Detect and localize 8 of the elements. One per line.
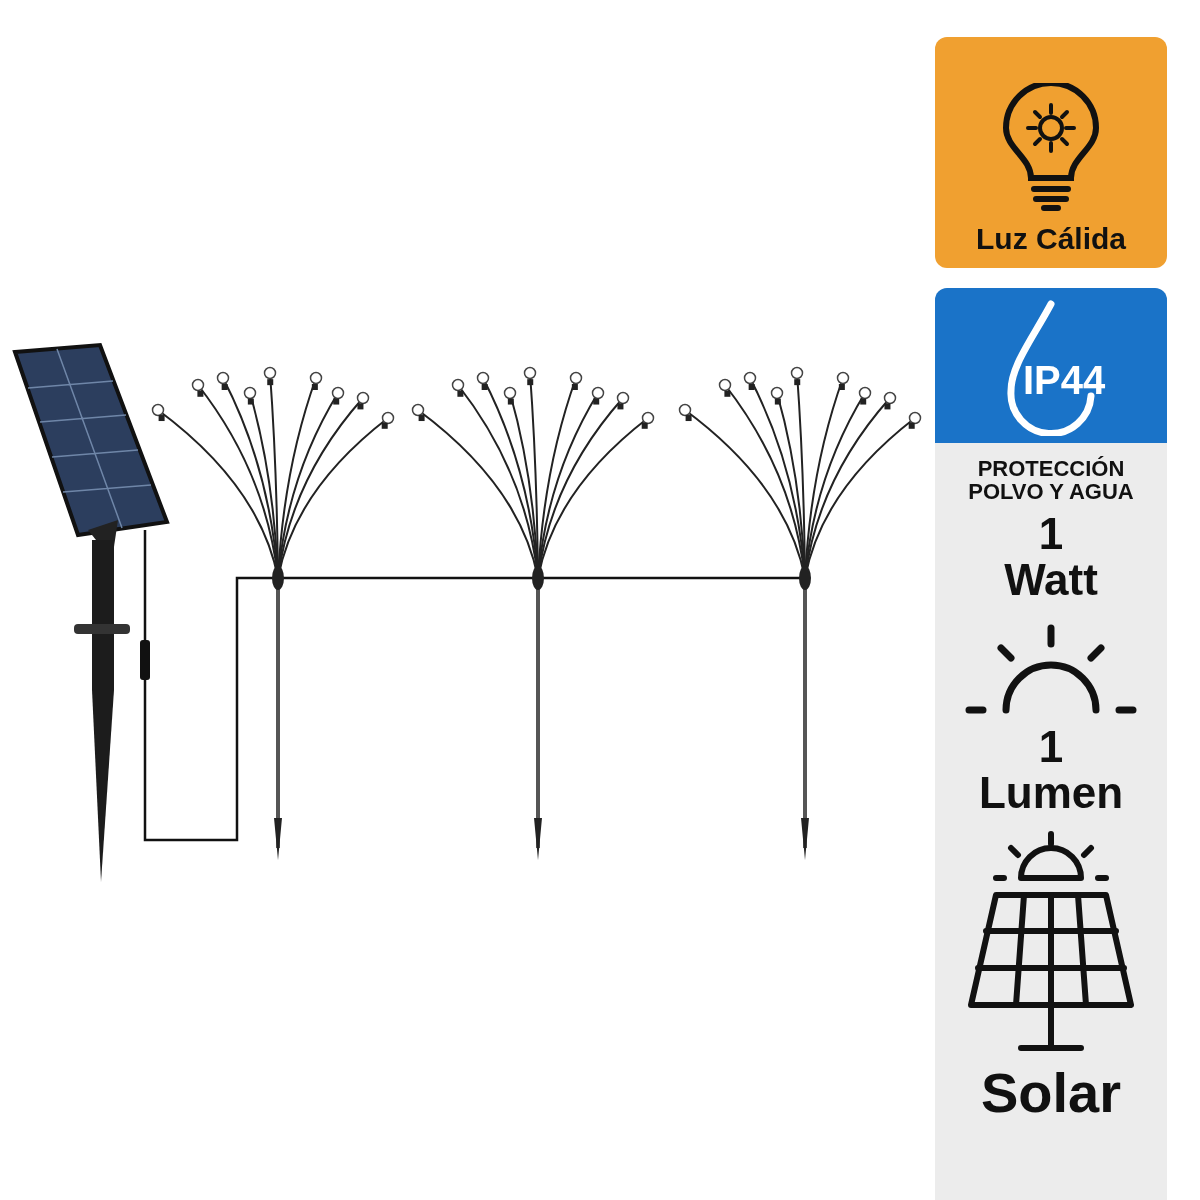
feature-label: PROTECCIÓN POLVO Y AGUA <box>967 457 1135 504</box>
feature-label: Luz Cálida <box>976 222 1126 254</box>
brightness-value: 1 Lumen <box>978 723 1124 816</box>
power-value: 1 Watt <box>1004 511 1098 604</box>
feature-card <box>935 37 1167 268</box>
power-source-label: Solar <box>980 1063 1122 1123</box>
rating-label: IP44 <box>1023 358 1106 403</box>
feature-panel <box>935 288 1167 1200</box>
